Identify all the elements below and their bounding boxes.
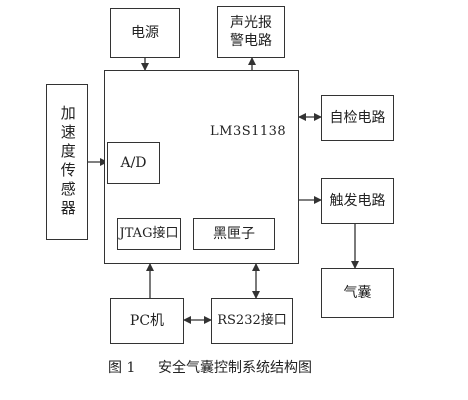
- trigger-box: 触发电路: [321, 178, 394, 224]
- caption-text: 安全气囊控制系统结构图: [158, 360, 312, 376]
- alarm-box: 声光报 警电路: [217, 6, 285, 58]
- power-box: 电源: [110, 8, 180, 58]
- pc-box: PC机: [110, 298, 184, 344]
- sensor-box: 加速度传感器: [46, 84, 88, 240]
- selftest-box: 自检电路: [321, 95, 394, 141]
- airbag-box: 气囊: [321, 268, 394, 318]
- rs232-box: RS232接口: [211, 298, 293, 344]
- jtag-box: JTAG接口: [117, 218, 181, 250]
- blackbox-box: 黑匣子: [193, 218, 275, 250]
- mcu-label: LM3S1138: [210, 124, 287, 139]
- adc-box: A/D: [107, 142, 160, 184]
- caption-number: 图 1: [108, 360, 136, 376]
